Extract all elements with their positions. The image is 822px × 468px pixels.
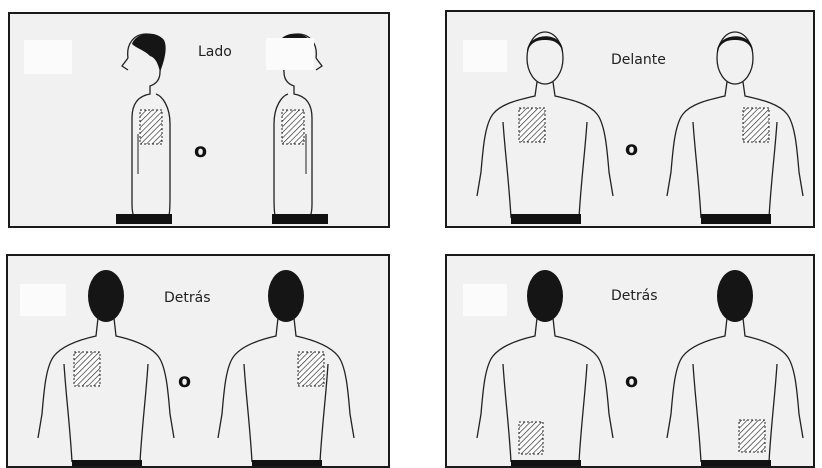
front-figure-right — [667, 32, 803, 218]
hair-side-left — [132, 34, 166, 72]
patch-right — [282, 110, 304, 144]
panel-label: Detrás — [164, 290, 211, 306]
separator-o: o — [194, 140, 207, 162]
panel-back-upper: Detrás o — [6, 254, 390, 468]
patch-back-right — [298, 352, 324, 386]
panel-label: Detrás — [611, 288, 658, 304]
patch-lowerback-right — [739, 420, 765, 452]
patch-front-right — [743, 108, 769, 142]
waistband-left — [116, 214, 172, 224]
panel-label: Lado — [198, 44, 232, 60]
separator-o: o — [625, 138, 638, 160]
separator-o: o — [625, 370, 638, 392]
separator-o: o — [178, 370, 191, 392]
panel-side: Lado o — [8, 12, 390, 228]
patch-lowerback-left — [519, 422, 543, 454]
patch-back-left — [74, 352, 100, 386]
white-tab — [24, 40, 72, 74]
panel-label: Delante — [611, 52, 666, 68]
waistband-right — [272, 214, 328, 224]
patch-left — [140, 110, 162, 144]
panel-front: Delante o — [445, 10, 815, 228]
panel-back-lower: Detrás o — [445, 254, 815, 468]
patch-front-left — [519, 108, 545, 142]
